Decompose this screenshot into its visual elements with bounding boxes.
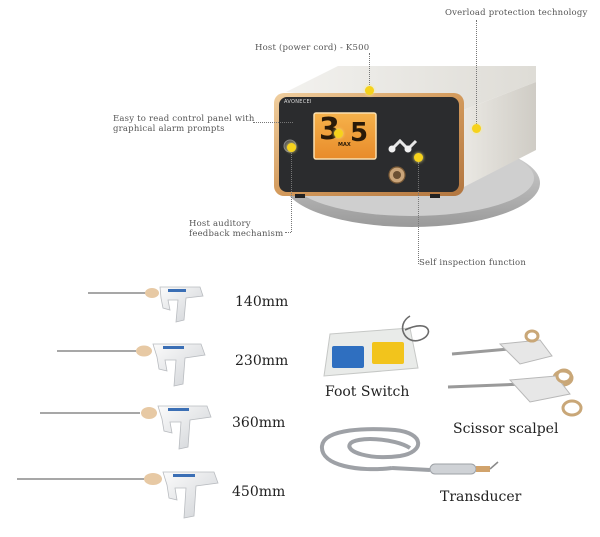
- auditory-feedback-label: Host auditory feedback mechanism: [189, 219, 283, 239]
- instrument-140mm: [88, 286, 204, 323]
- length-label-140: 140mm: [235, 294, 289, 310]
- scissor-scalpel-caption: Scissor scalpel: [453, 421, 559, 437]
- host-right-side: [458, 82, 536, 190]
- control-panel-label-line2: graphical alarm prompts: [113, 124, 225, 134]
- auditory-feedback-label-line2: feedback mechanism: [189, 229, 284, 239]
- scissor-scalpel-image: [447, 329, 583, 417]
- display-value-right: 5: [350, 118, 369, 148]
- host-leader: [369, 53, 370, 89]
- auditory-leader-v: [291, 150, 292, 232]
- control-panel-leader: [253, 122, 293, 123]
- display-value-left: 3: [319, 112, 340, 147]
- control-panel-label: Easy to read control panel with graphica…: [113, 114, 255, 134]
- length-label-230: 230mm: [235, 353, 289, 369]
- host-dot: [365, 86, 374, 95]
- self-inspection-leader: [418, 162, 419, 264]
- length-label-360: 360mm: [232, 415, 286, 431]
- overload-dot: [472, 124, 481, 133]
- foot-switch-caption: Foot Switch: [325, 384, 410, 400]
- host-label: Host (power cord) - K500: [255, 43, 370, 53]
- instrument-450mm: [17, 471, 219, 519]
- control-screen: [313, 112, 377, 160]
- host-top-surface: [286, 66, 536, 112]
- foot-switch-image: [323, 315, 430, 377]
- auditory-dot: [287, 143, 296, 152]
- self-inspection-dot: [414, 153, 423, 162]
- overload-leader: [476, 20, 477, 128]
- auditory-leader-h: [285, 232, 291, 233]
- transducer-image: [320, 427, 499, 475]
- overload-protection-label: Overload protection technology: [445, 8, 588, 18]
- display-max-label: MAX: [338, 142, 351, 148]
- transducer-caption: Transducer: [440, 489, 522, 505]
- control-panel-label-line1: Easy to read control panel with: [113, 114, 255, 124]
- self-inspection-label: Self inspection function: [419, 258, 527, 268]
- auditory-feedback-label-line1: Host auditory: [189, 219, 251, 229]
- control-panel-dot: [334, 129, 343, 138]
- length-label-450: 450mm: [232, 484, 286, 500]
- control-knobs: [390, 138, 418, 152]
- instrument-360mm: [40, 405, 212, 450]
- instrument-230mm: [57, 343, 206, 387]
- brand-logo: AVONECEI: [284, 99, 312, 105]
